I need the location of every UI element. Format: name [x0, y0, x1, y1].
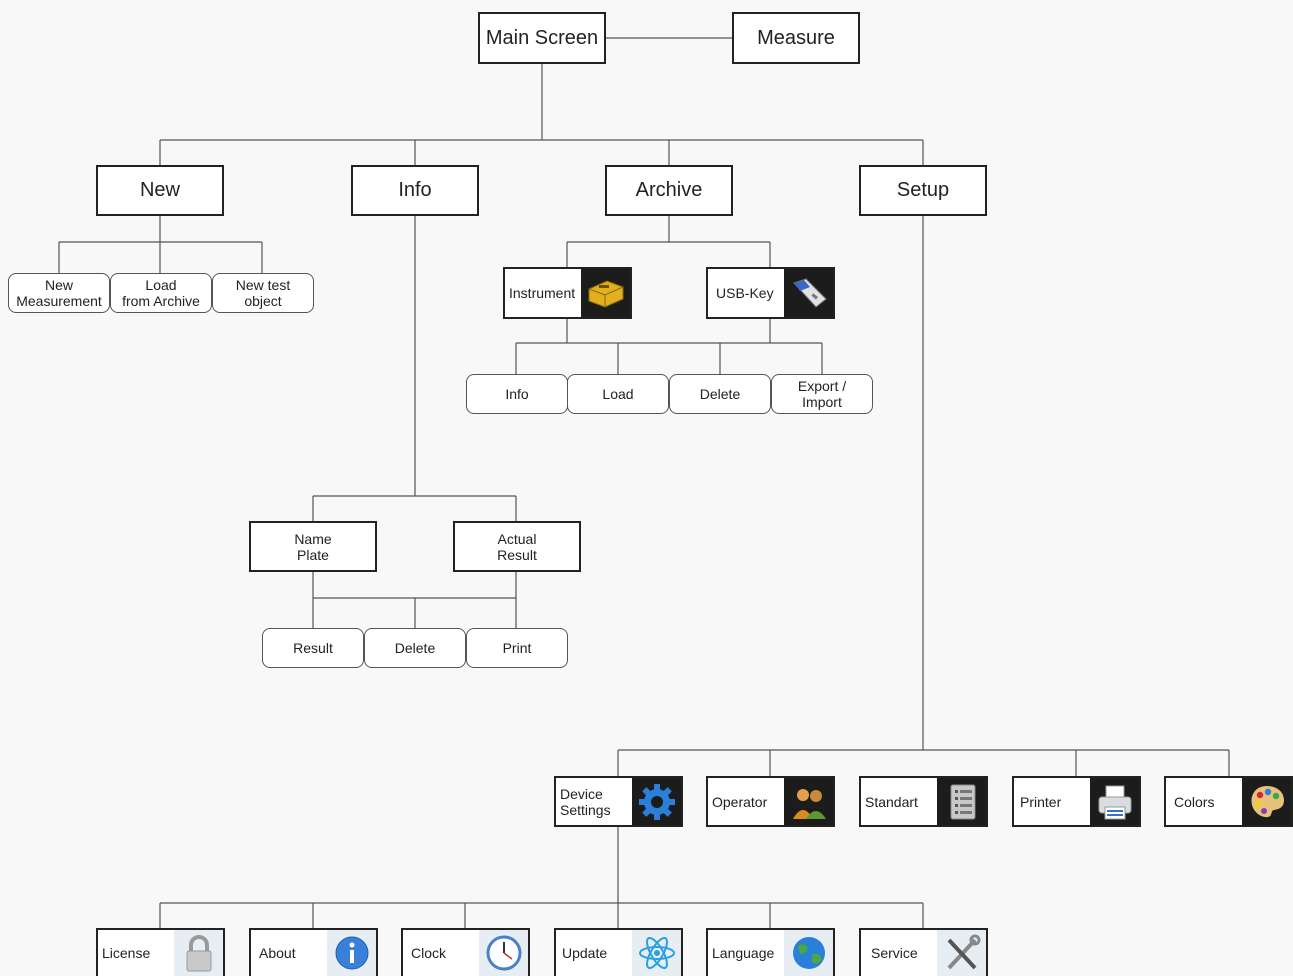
usb-key-label: USB-Key [716, 285, 774, 301]
printer-icon [1090, 778, 1139, 825]
lock-icon [174, 930, 223, 976]
license-label: License [102, 945, 151, 961]
info-print-node[interactable]: Print [466, 628, 568, 668]
device-settings-node[interactable]: Device Settings [554, 776, 683, 827]
language-label: Language [712, 945, 775, 961]
clock-node[interactable]: Clock [401, 928, 530, 976]
gear-icon [632, 778, 681, 825]
new-measurement-node[interactable]: New Measurement [8, 273, 110, 313]
about-label: About [259, 945, 296, 961]
archive-delete-node[interactable]: Delete [669, 374, 771, 414]
printer-node[interactable]: Printer [1012, 776, 1141, 827]
actual-result-node[interactable]: Actual Result [453, 521, 581, 572]
service-label: Service [871, 945, 918, 961]
operator-node[interactable]: Operator [706, 776, 835, 827]
operator-label: Operator [712, 793, 768, 810]
archive-load-node[interactable]: Load [567, 374, 669, 414]
colors-label: Colors [1174, 793, 1215, 810]
info-result-node[interactable]: Result [262, 628, 364, 668]
about-node[interactable]: About [249, 928, 378, 976]
update-label: Update [562, 945, 608, 961]
standart-label: Standart [865, 793, 918, 810]
tools-icon [937, 930, 986, 976]
new-node[interactable]: New [96, 165, 224, 216]
info-delete-node[interactable]: Delete [364, 628, 466, 668]
setup-node[interactable]: Setup [859, 165, 987, 216]
list-icon [937, 778, 986, 825]
measure-node[interactable]: Measure [732, 12, 860, 64]
palette-icon [1242, 778, 1291, 825]
name-plate-node[interactable]: Name Plate [249, 521, 377, 572]
colors-node[interactable]: Colors [1164, 776, 1293, 827]
device-settings-label: Device Settings [560, 785, 611, 818]
clock-label: Clock [411, 945, 447, 961]
license-node[interactable]: License [96, 928, 225, 976]
usb-key-node[interactable]: USB-Key [706, 267, 835, 319]
instrument-label: Instrument [509, 285, 576, 301]
archive-info-node[interactable]: Info [466, 374, 568, 414]
main-screen-node[interactable]: Main Screen [478, 12, 606, 64]
load-from-archive-node[interactable]: Load from Archive [110, 273, 212, 313]
info-icon [327, 930, 376, 976]
usb-key-icon [784, 269, 833, 317]
atom-icon [632, 930, 681, 976]
update-node[interactable]: Update [554, 928, 683, 976]
globe-icon [784, 930, 833, 976]
printer-label: Printer [1020, 793, 1062, 810]
info-node[interactable]: Info [351, 165, 479, 216]
new-test-object-node[interactable]: New test object [212, 273, 314, 313]
standart-node[interactable]: Standart [859, 776, 988, 827]
clock-icon [479, 930, 528, 976]
instrument-case-icon [581, 269, 630, 317]
instrument-node[interactable]: Instrument [503, 267, 632, 319]
language-node[interactable]: Language [706, 928, 835, 976]
operators-icon [784, 778, 833, 825]
service-node[interactable]: Service [859, 928, 988, 976]
archive-node[interactable]: Archive [605, 165, 733, 216]
archive-export-import-node[interactable]: Export / Import [771, 374, 873, 414]
